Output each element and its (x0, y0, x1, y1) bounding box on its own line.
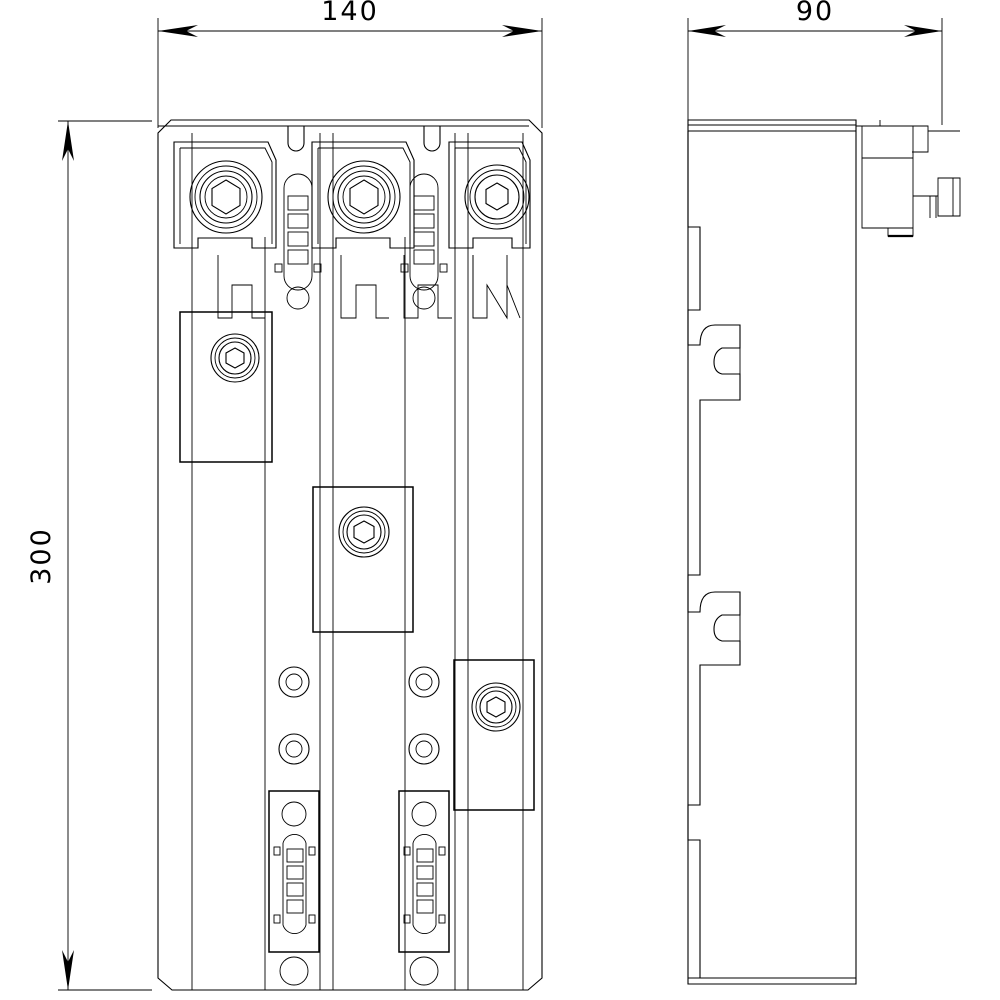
dimension-90: 90 (687, 0, 943, 125)
dimension-90-label: 90 (796, 0, 834, 27)
hex-socket-mid-left (225, 347, 245, 369)
bolt-block-center (312, 486, 414, 633)
top-tab-loops (287, 126, 441, 152)
side-view-outline (687, 119, 857, 985)
ladder-slot-lower-right (398, 790, 450, 986)
terminal-block-2 (311, 141, 415, 249)
hex-socket-center (353, 520, 375, 544)
front-view-channel-lines (191, 133, 524, 990)
terminal-block-3 (448, 141, 531, 249)
dimension-300-label: 300 (26, 527, 57, 585)
hex-socket-1 (211, 179, 241, 215)
notched-fingers-row (217, 255, 521, 320)
terminal-block-1 (173, 141, 277, 249)
counterbore-holes (278, 666, 440, 765)
counterbore-hole (278, 666, 310, 698)
dimension-300: 300 (26, 120, 152, 991)
bolt-block-mid-right (453, 659, 535, 811)
ladder-slot-upper-right (400, 173, 448, 310)
counterbore-hole (278, 733, 310, 765)
front-view (157, 119, 543, 991)
counterbore-hole (408, 733, 440, 765)
ladder-slot-lower-left (268, 790, 320, 986)
bolt-block-mid-left (179, 311, 273, 463)
front-view-outline (157, 119, 543, 991)
hex-socket-mid-right (486, 696, 506, 718)
hex-socket-3 (485, 182, 509, 211)
side-view-profile (687, 131, 741, 978)
counterbore-hole (408, 666, 440, 698)
hex-socket-2 (349, 179, 379, 215)
side-view-connector-detail (856, 120, 961, 238)
dimension-140: 140 (157, 0, 543, 128)
ladder-slot-upper-left (274, 173, 322, 310)
dimension-140-label: 140 (321, 0, 379, 27)
side-view (687, 119, 961, 985)
